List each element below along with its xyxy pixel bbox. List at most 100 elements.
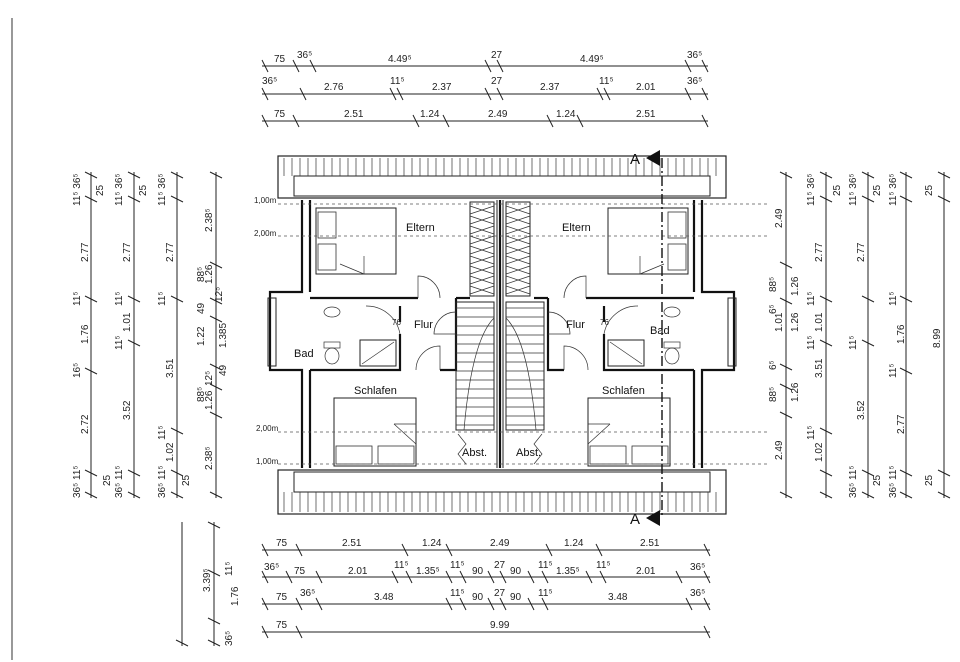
right-chain-5-labels: 8.99 25 [924, 328, 943, 486]
bathroom-fixtures-right [607, 306, 681, 367]
dim-bot3-6: 90 [510, 592, 522, 603]
dim-bot3-5: 27 [494, 588, 506, 599]
dim-left1-6: 36⁵ 11⁵ [72, 465, 83, 498]
dim-top1-2: 4.49⁵ [388, 54, 412, 65]
right-dimension-chains: 2.49 88⁵ 1.26 6⁵ 1.01 1.26 6⁵ 88⁵ 1.26 2… [768, 171, 951, 499]
dim-bot3-3: 11⁵ [450, 588, 465, 599]
dim-top1-5: 36⁵ [687, 50, 702, 61]
dim-left3-8: 25 [181, 474, 192, 486]
dim-left3-3: 11⁵ [157, 291, 168, 306]
stair-tread [469, 265, 495, 275]
dim-left4-10: 49 [218, 364, 229, 376]
room-label-schlafen-right: Schlafen [602, 385, 645, 397]
dim-right1-3: 6⁵ [768, 304, 779, 314]
dim-leftx-2: 1.76 [230, 586, 241, 606]
dim-left4-9: 1.26 [204, 390, 215, 410]
section-line-a: A A [630, 150, 663, 528]
dim-left1-5: 2.72 [80, 414, 91, 434]
dim-left4-0: 2.38⁵ [204, 208, 215, 232]
top-dimension-chains: 75 36⁵ 4.49⁵ 27 4.49⁵ 36⁵ 36⁵ 2.76 11⁵ 2… [261, 50, 709, 128]
dim-right1-9: 2.49 [774, 440, 785, 460]
dim-bot3-9: 36⁵ [690, 588, 705, 599]
dim-right4-6: 25 [872, 474, 883, 486]
dim-right3-0: 2.77 [814, 242, 825, 262]
dim-left3-5: 11⁵ [157, 425, 168, 440]
dim-bot2-6: 90 [472, 566, 484, 577]
dim-right4-1: 11⁵ [888, 291, 899, 306]
interior-walls [310, 296, 694, 372]
dim-left1-3: 1.76 [80, 324, 91, 344]
dim-left4-3: 12⁵ [214, 287, 225, 302]
dim-bot2-13: 36⁵ [690, 562, 705, 573]
bathroom-fixtures-left [323, 306, 397, 367]
stair-tread [505, 285, 531, 295]
right-chain-4-labels: 2.77 11⁵ 1.76 11⁵ 2.77 36⁵ 11⁵ 25 [856, 242, 907, 498]
room-label-flur-right: Flur [566, 319, 585, 331]
dim-bot2-12: 2.01 [636, 566, 656, 577]
stair-tread [505, 235, 531, 245]
dim-top3-1: 2.51 [344, 109, 364, 120]
level-lines: 1,00m 2,00m 2,00m 1,00m [254, 196, 770, 466]
dim-right4-2: 1.76 [896, 324, 907, 344]
room-label-bad-left: Bad [294, 348, 314, 360]
dim-left4-7: 88⁵ [196, 387, 207, 402]
dim-bot3-8: 3.48 [608, 592, 628, 603]
section-label-bottom: A [630, 511, 640, 528]
doors [365, 275, 639, 371]
dim-left1-2: 11⁵ [72, 291, 83, 306]
dim-left2-8: 25 [102, 474, 113, 486]
dim-right3-7: 36⁵ 11⁵ [848, 465, 859, 498]
dim-bot1-2: 1.24 [422, 538, 442, 549]
dim-bot2-2: 2.01 [348, 566, 368, 577]
dim-right3-4: 3.51 [814, 358, 825, 378]
dim-top1-1: 36⁵ [297, 50, 312, 61]
dim-top3-5: 2.51 [636, 109, 656, 120]
level-200-top: 2,00m [254, 229, 277, 238]
dim-bot1-0: 75 [276, 538, 288, 549]
dim-bot2-3: 11⁵ [394, 560, 409, 571]
roof-bottom [277, 469, 727, 515]
dim-left1-1: 2.77 [80, 242, 91, 262]
dim-left4-8: 12⁵ [204, 371, 215, 386]
dim-left3-6: 1.02 [165, 442, 176, 462]
dim-top1-3: 27 [491, 50, 503, 61]
dim-right1-5: 1.26 [790, 312, 801, 332]
dim-right3-1: 11⁵ [806, 291, 817, 306]
room-label-flur-left: Flur [414, 319, 433, 331]
dim-bot4-0: 75 [276, 620, 288, 631]
dim-right1-1: 88⁵ [768, 277, 779, 292]
dim-leftx-1: 11⁵ [224, 561, 235, 576]
stair-tread [469, 205, 495, 215]
dim-right2-4: 11⁵ 36⁵ [888, 173, 899, 206]
dim-left2-7: 36⁵ 11⁵ [114, 465, 125, 498]
dim-leftx-3: 36⁵ [224, 631, 235, 646]
stair-tread [469, 245, 495, 255]
bottom-dimension-chains: 75 2.51 1.24 2.49 1.24 2.51 36⁵ 75 2.01 … [261, 538, 711, 639]
room-label-bad-right: Bad [650, 325, 670, 337]
dim-top2-7: 2.01 [636, 82, 656, 93]
dim-right1-8: 1.26 [790, 382, 801, 402]
dim-left4-5: 1.22 [196, 326, 207, 346]
dim-left2-2: 2.77 [122, 242, 133, 262]
roof-top [277, 155, 727, 199]
stair-tread [505, 225, 531, 235]
dim-right1-4: 1.01 [774, 312, 785, 332]
right-chain-2-labels: 11⁵ 36⁵ 25 11⁵ 36⁵ 25 11⁵ 36⁵ 25 [806, 173, 935, 206]
dim-top1-4: 4.49⁵ [580, 54, 604, 65]
level-100-top: 1,00m [254, 196, 277, 205]
dim-bot2-4: 1.35⁵ [416, 566, 440, 577]
stair-tread [505, 255, 531, 265]
dim-top2-6: 11⁵ [599, 76, 614, 87]
stair-tread [505, 215, 531, 225]
dim-right4-3: 11⁵ [888, 363, 899, 378]
left-dimension-chains: 11⁵ 36⁵ 2.77 11⁵ 1.76 16⁵ 2.72 36⁵ 11⁵ 2… [72, 171, 241, 647]
dim-top3-2: 1.24 [420, 109, 440, 120]
dim-top2-5: 2.37 [540, 82, 560, 93]
stair-tread [505, 245, 531, 255]
dim-bot2-5: 11⁵ [450, 560, 465, 571]
dim-right4-0: 2.77 [856, 242, 867, 262]
dim-bot2-1: 75 [294, 566, 306, 577]
dim-left3-1: 11⁵ 36⁵ [157, 173, 168, 206]
stair-tread [505, 275, 531, 285]
